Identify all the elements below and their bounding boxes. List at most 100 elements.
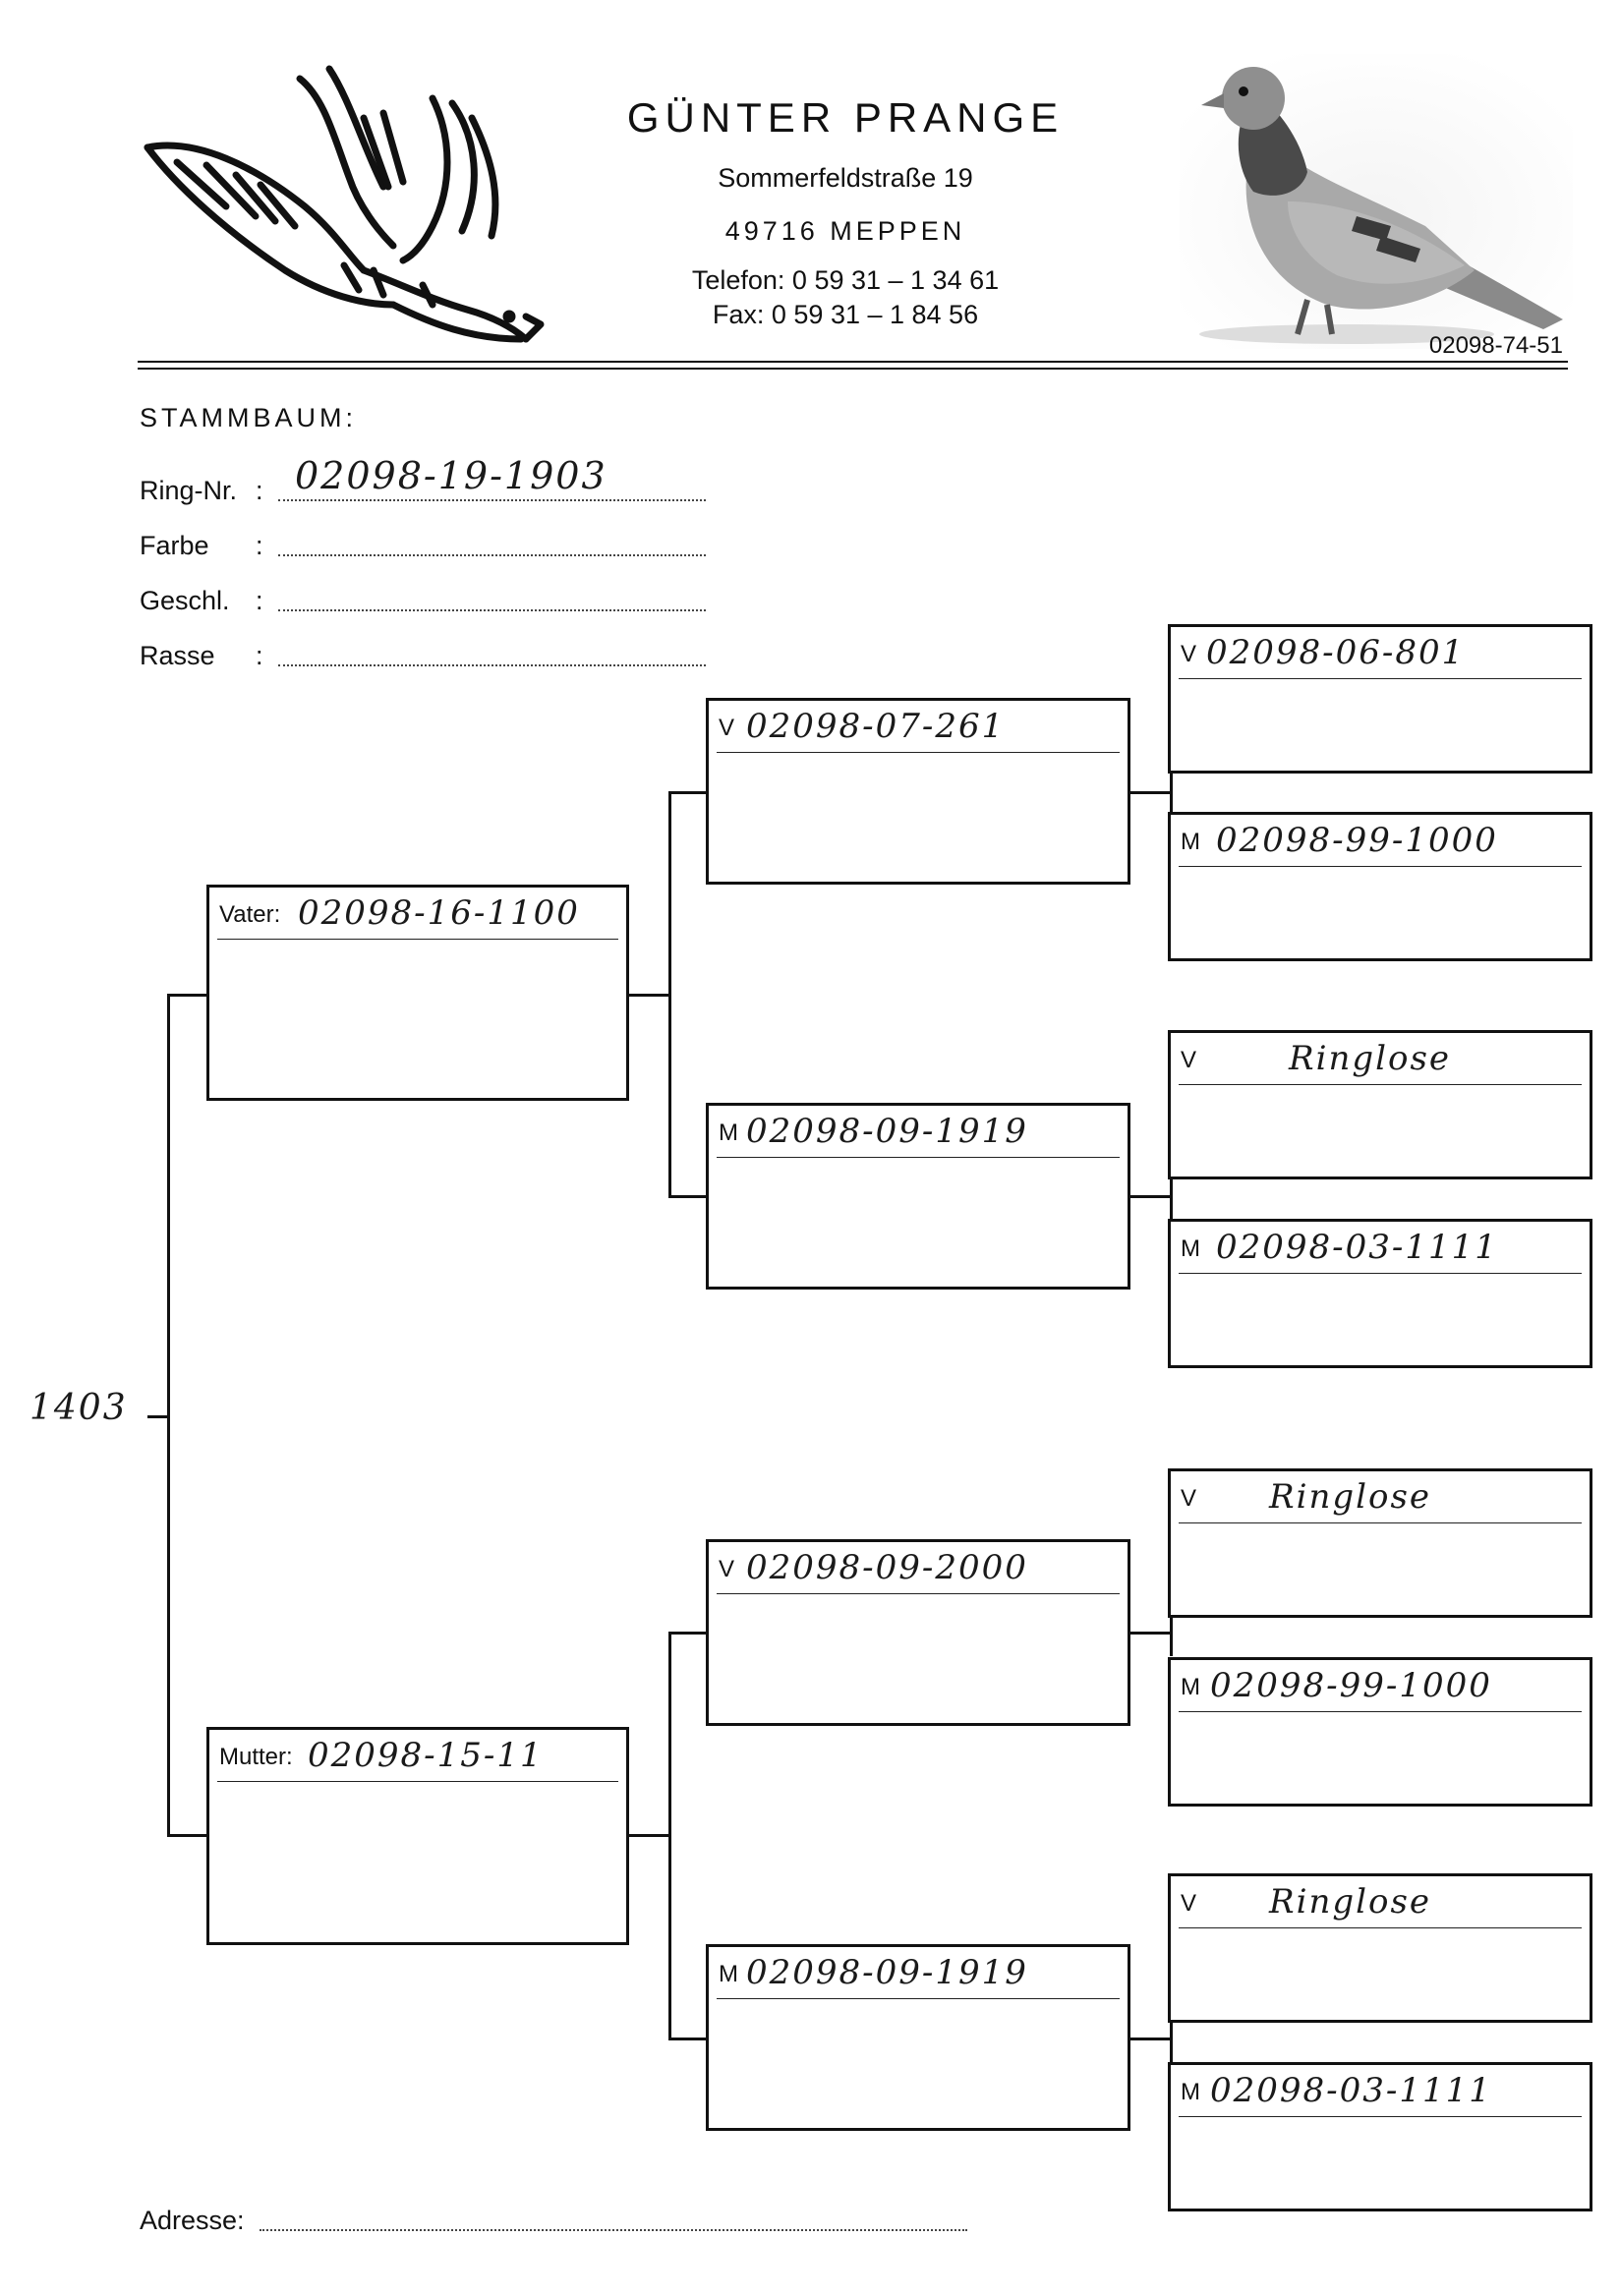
great-grandparent-underline: [1179, 1273, 1582, 1274]
father-to-g2a: [668, 791, 710, 794]
g2d-stub: [1128, 2038, 1173, 2040]
great-grandparent-box[interactable]: V Ringlose: [1168, 1030, 1592, 1179]
great-grandparent-ring: 02098-06-801: [1206, 633, 1466, 672]
father-vertical: [668, 791, 671, 1198]
grandparent-underline: [717, 1157, 1120, 1158]
grandparent-box[interactable]: V 02098-07-261: [706, 698, 1130, 885]
sex-colon: :: [256, 586, 263, 615]
g2c-vertical: [1170, 1614, 1173, 1656]
sex-field[interactable]: [278, 609, 706, 611]
ring-colon: :: [256, 476, 263, 505]
mother-to-g2d: [668, 2038, 710, 2040]
grandparent-box[interactable]: M 02098-09-1919: [706, 1103, 1130, 1290]
great-grandparent-ring: 02098-99-1000: [1216, 821, 1498, 860]
mother-to-g2c: [668, 1632, 710, 1635]
great-grandparent-prefix: V: [1181, 641, 1197, 667]
g2a-stub: [1128, 791, 1173, 794]
street-address: Sommerfeldstraße 19: [718, 163, 973, 193]
grandparent-prefix: M: [719, 1961, 738, 1987]
great-grandparent-prefix: M: [1181, 2079, 1200, 2105]
great-grandparent-ring: Ringlose: [1269, 1882, 1432, 1922]
great-grandparent-prefix: V: [1181, 1485, 1197, 1512]
header-divider: [138, 361, 1568, 363]
great-grandparent-prefix: M: [1181, 829, 1200, 855]
root-to-father: [167, 994, 208, 997]
breed-field[interactable]: [278, 664, 706, 666]
bird-logo: [138, 59, 570, 344]
great-grandparent-underline: [1179, 2116, 1582, 2117]
grandparent-ring: 02098-09-2000: [746, 1548, 1028, 1587]
great-grandparent-prefix: V: [1181, 1047, 1197, 1073]
root-to-mother: [167, 1834, 208, 1837]
great-grandparent-box[interactable]: V Ringlose: [1168, 1873, 1592, 2023]
pedigree-title: STAMMBAUM:: [140, 403, 357, 432]
photo-ring-number: 02098-74-51: [1428, 332, 1563, 359]
mother-box[interactable]: Mutter: 02098-15-11: [206, 1727, 629, 1945]
grandparent-underline: [717, 1593, 1120, 1594]
great-grandparent-box[interactable]: V Ringlose: [1168, 1468, 1592, 1618]
grandparent-ring: 02098-07-261: [746, 707, 1006, 746]
mother-ring: 02098-15-11: [308, 1736, 544, 1775]
great-grandparent-ring: 02098-03-1111: [1216, 1228, 1498, 1267]
great-grandparent-underline: [1179, 1084, 1582, 1085]
great-grandparent-prefix: V: [1181, 1890, 1197, 1917]
ring-value: 02098-19-1903: [295, 454, 608, 497]
company-name: GÜNTER PRANGE: [626, 94, 1065, 141]
great-grandparent-ring: Ringlose: [1269, 1477, 1432, 1517]
great-grandparent-underline: [1179, 1927, 1582, 1928]
grandparent-prefix: M: [719, 1119, 738, 1146]
great-grandparent-prefix: M: [1181, 1235, 1200, 1262]
root-stub: [147, 1415, 169, 1418]
grandparent-prefix: V: [719, 1556, 735, 1582]
grandparent-underline: [717, 752, 1120, 753]
grandparent-box[interactable]: V 02098-09-2000: [706, 1539, 1130, 1726]
great-grandparent-box[interactable]: M 02098-99-1000: [1168, 1657, 1592, 1807]
grandparent-ring: 02098-09-1919: [746, 1112, 1028, 1151]
address-field[interactable]: [260, 2229, 967, 2231]
breed-label: Rasse: [140, 641, 215, 670]
great-grandparent-underline: [1179, 866, 1582, 867]
sex-label: Geschl.: [140, 586, 230, 615]
pigeon-photo: [1180, 54, 1573, 349]
father-stub: [627, 994, 670, 997]
ring-field[interactable]: [278, 499, 706, 501]
phone-number: Telefon: 0 59 31 – 1 34 61: [691, 265, 1000, 295]
father-underline: [217, 939, 618, 940]
father-to-g2b: [668, 1195, 710, 1198]
great-grandparent-ring: Ringlose: [1289, 1039, 1452, 1078]
great-grandparent-underline: [1179, 1711, 1582, 1712]
great-grandparent-box[interactable]: V 02098-06-801: [1168, 624, 1592, 774]
g2b-stub: [1128, 1195, 1173, 1198]
great-grandparent-box[interactable]: M 02098-99-1000: [1168, 812, 1592, 961]
mother-underline: [217, 1781, 618, 1782]
father-prefix: Vater:: [219, 901, 281, 928]
ring-label: Ring-Nr.: [140, 476, 238, 505]
grandparent-ring: 02098-09-1919: [746, 1953, 1028, 1992]
color-field[interactable]: [278, 554, 706, 556]
great-grandparent-underline: [1179, 1522, 1582, 1523]
mother-vertical: [668, 1632, 671, 2040]
great-grandparent-prefix: M: [1181, 1674, 1200, 1700]
color-colon: :: [256, 531, 263, 560]
great-grandparent-box[interactable]: M 02098-03-1111: [1168, 1219, 1592, 1368]
great-grandparent-box[interactable]: M 02098-03-1111: [1168, 2062, 1592, 2211]
mother-stub: [627, 1834, 670, 1837]
header-divider-2: [138, 368, 1568, 370]
great-grandparent-ring: 02098-03-1111: [1210, 2071, 1492, 2110]
g2c-stub: [1128, 1632, 1173, 1635]
g2d-vertical: [1170, 2020, 1173, 2062]
great-grandparent-ring: 02098-99-1000: [1210, 1666, 1492, 1705]
fax-number: Fax: 0 59 31 – 1 84 56: [712, 300, 979, 329]
root-vertical: [167, 994, 170, 1836]
g2a-vertical: [1170, 772, 1173, 814]
great-grandparent-underline: [1179, 678, 1582, 679]
mother-prefix: Mutter:: [219, 1744, 293, 1770]
city-address: 49716 MEPPEN: [724, 216, 966, 246]
grandparent-underline: [717, 1998, 1120, 1999]
address-label: Adresse:: [140, 2206, 245, 2235]
father-box[interactable]: Vater: 02098-16-1100: [206, 885, 629, 1101]
g2b-vertical: [1170, 1177, 1173, 1220]
breed-colon: :: [256, 641, 263, 670]
grandparent-box[interactable]: M 02098-09-1919: [706, 1944, 1130, 2131]
root-ring-number: 1403: [29, 1388, 128, 1428]
